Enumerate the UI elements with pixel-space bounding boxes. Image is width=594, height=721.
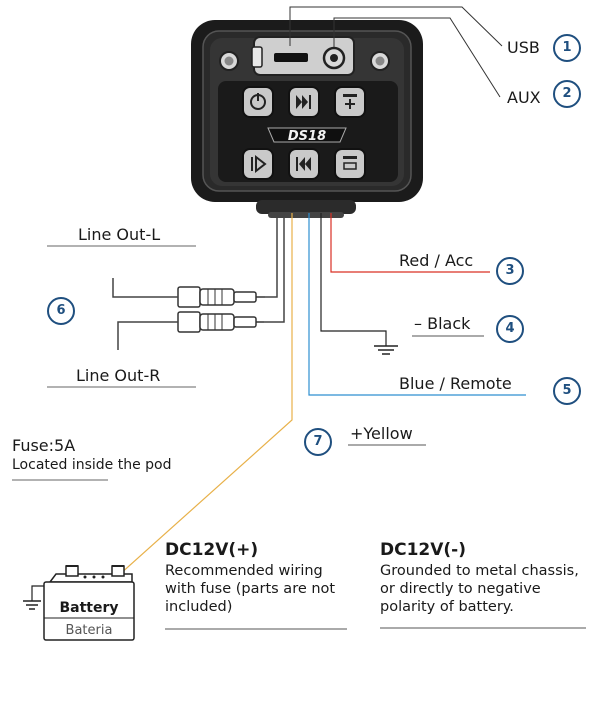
fuse-description: Located inside the pod xyxy=(12,457,172,473)
previous-track-button[interactable] xyxy=(288,148,320,180)
line-out-l-label: Line Out-L xyxy=(78,225,161,244)
next-track-button[interactable] xyxy=(288,86,320,118)
battery-ground-symbol-icon xyxy=(23,600,41,610)
callout-7: 7 xyxy=(304,428,332,456)
volume-up-button[interactable] xyxy=(334,86,366,118)
red-wire xyxy=(330,213,490,273)
port-hinge xyxy=(251,46,263,68)
black-label: – Black xyxy=(414,314,471,333)
line-out-l-cable xyxy=(112,278,178,298)
line-out-l-wire xyxy=(265,213,278,298)
usb-label: USB xyxy=(507,38,540,57)
blue-wire xyxy=(308,213,526,396)
battery-label: Battery xyxy=(59,600,118,616)
rca-connector-right xyxy=(177,311,264,333)
dc-positive-title: DC12V(+) xyxy=(165,540,259,560)
callout-4: 4 xyxy=(496,315,524,343)
svg-text:DS18: DS18 xyxy=(288,129,326,144)
volume-down-button[interactable] xyxy=(334,148,366,180)
control-pod: DS18 xyxy=(191,20,423,218)
dc-positive-description: Recommended wiring with fuse (parts are … xyxy=(165,563,336,615)
dc-negative-title: DC12V(-) xyxy=(380,540,466,560)
dc-negative-description: Grounded to metal chassis, or directly t… xyxy=(380,563,579,615)
fuse-title: Fuse:5A xyxy=(12,436,76,455)
usb-leader-line xyxy=(289,6,503,47)
red-acc-label: Red / Acc xyxy=(399,251,474,270)
aux-leader-line xyxy=(333,17,501,98)
line-out-r-cable xyxy=(117,321,178,350)
line-out-r-wire xyxy=(264,213,285,323)
callout-3: 3 xyxy=(496,257,524,285)
usb-port-icon xyxy=(274,53,308,62)
play-pause-button[interactable] xyxy=(242,148,274,180)
brand-logo: DS18 xyxy=(267,127,347,144)
black-wire xyxy=(320,213,387,346)
yellow-wire xyxy=(118,213,293,576)
callout-2: 2 xyxy=(553,80,581,108)
callout-6: 6 xyxy=(47,297,75,325)
blue-remote-label: Blue / Remote xyxy=(399,374,512,393)
power-mode-button[interactable] xyxy=(242,86,274,118)
line-out-r-label: Line Out-R xyxy=(76,366,161,385)
battery-ground-wire xyxy=(31,585,44,601)
bateria-label: Bateria xyxy=(66,623,113,638)
aux-label: AUX xyxy=(507,88,541,107)
ground-symbol-icon xyxy=(374,345,398,355)
cable-boot xyxy=(256,200,356,214)
callout-5: 5 xyxy=(553,377,581,405)
battery-icon xyxy=(43,565,135,641)
rca-connector-left xyxy=(177,286,265,308)
callout-1: 1 xyxy=(553,34,581,62)
yellow-label: +Yellow xyxy=(350,424,413,443)
